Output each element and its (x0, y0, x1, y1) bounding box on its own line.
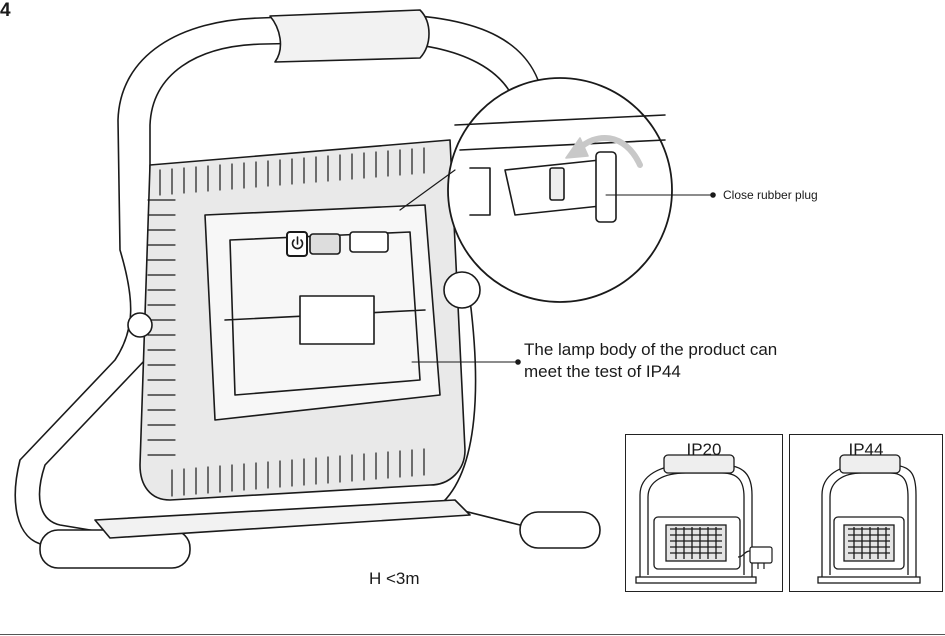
cooling-fins (147, 147, 425, 497)
frame-tube (14, 13, 546, 561)
ip44-lamp-icon (817, 454, 921, 584)
power-icon (291, 236, 304, 250)
close-rubber-plug-label: Close rubber plug (723, 188, 818, 202)
ip20-power-cable (737, 546, 773, 569)
step-number: 4 (0, 0, 11, 21)
label-plate (299, 295, 375, 345)
ip44-label: IP44 (848, 440, 884, 459)
lamp-body-label-line2: meet the test of IP44 (524, 362, 681, 381)
ip20-lamp-icon (635, 454, 773, 584)
ip20-label: IP20 (686, 440, 722, 459)
frame-tube-inner (38, 41, 521, 541)
rubber-plug-cap (595, 151, 617, 223)
base-plate (94, 499, 471, 539)
rubber-plug-slot (549, 167, 565, 201)
charging-port (349, 231, 389, 253)
battery-indicator (309, 233, 341, 255)
zoom-housing-edge (454, 114, 666, 216)
side-knob-left (127, 312, 153, 338)
height-limit-label: H <3m (369, 569, 420, 588)
bottom-rule (0, 634, 945, 635)
lamp-body-label-line1: The lamp body of the product can (524, 340, 778, 359)
ip44-rating-box: IP44 (789, 434, 943, 592)
foot-right (519, 511, 601, 549)
side-knob-right (443, 271, 481, 309)
handle-grip (269, 9, 430, 63)
ip20-rating-box: IP20 (625, 434, 783, 592)
